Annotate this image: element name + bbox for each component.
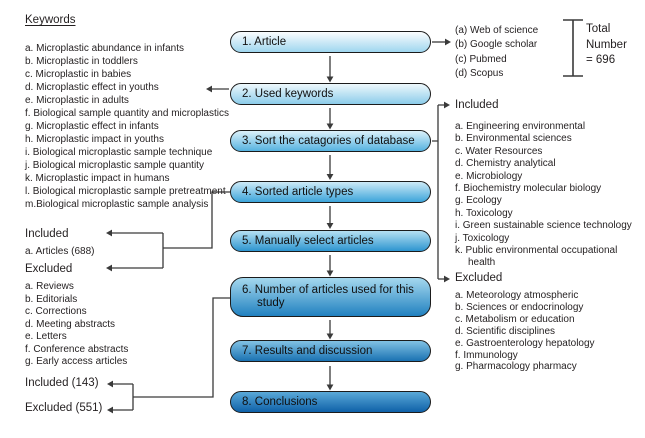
right-included-list: a. Engineering environmental b. Environm… [455,121,645,270]
excluded-item: b. Sciences or endocrinology [455,301,584,313]
keyword-item: e. Microplastic in adults [25,95,129,106]
excluded-item: a. Meteorology atmospheric [455,290,579,301]
included-item: a. Engineering environmental [455,121,586,132]
keywords-title: Keywords [25,14,76,26]
keyword-item: d. Microplastic effect in youths [25,82,159,93]
excluded-item: a. Reviews [25,281,74,292]
final-excluded-count: Excluded (551) [25,402,103,414]
included-item: e. Microbiology [455,170,523,182]
total-number-label: Total Number = 696 [586,23,627,66]
excluded-item: g. Early access articles [25,356,128,367]
database-item: (c) Pubmed [455,53,507,65]
keyword-item: i. Biological microplastic sample techni… [25,147,213,158]
left-included-list: a. Articles (688) [25,245,205,258]
flow-box-article: 1. Article [230,31,431,53]
excluded-item: d. Meeting abstracts [25,318,116,330]
final-included-count: Included (143) [25,377,99,389]
included-item: g. Ecology [455,195,502,207]
right-excluded-title: Excluded [455,272,503,284]
flow-box-used-keywords: 2. Used keywords [230,83,431,105]
flow-box-results-discussion: 7. Results and discussion [230,340,431,362]
excluded-item: f. Conference abstracts [25,343,129,355]
right-included-title: Included [455,99,499,111]
excluded-item: f. Immunology [455,349,518,361]
keyword-item: a. Microplastic abundance in infants [25,43,184,54]
keyword-item: b. Microplastic in toddlers [25,56,138,67]
flow-box-manually-select: 5. Manually select articles [230,230,431,252]
total-bracket [563,19,583,77]
keyword-item: g. Microplastic effect in infants [25,121,159,132]
included-item: h. Toxicology [455,207,513,219]
included-item: a. Articles (688) [25,246,95,257]
left-included-title: Included [25,228,69,240]
keyword-item: k. Microplastic impact in humans [25,173,170,184]
flow-box-conclusions: 8. Conclusions [230,391,431,413]
excluded-item: e. Letters [25,331,67,342]
tree-final-counts [113,297,230,411]
tree-database-categories [432,104,444,280]
flow-box-number-of-articles: 6. Number of articles used for this stud… [230,277,431,317]
excluded-item: b. Editorials [25,293,78,305]
arrowheads [106,38,451,414]
included-item: c. Water Resources [455,145,543,157]
database-item: (b) Google scholar [455,39,538,51]
excluded-item: c. Metabolism or education [455,313,575,325]
left-excluded-list: a. Reviews b. Editorials c. Corrections … [25,281,205,369]
included-item: f. Biochemistry molecular biology [455,183,602,195]
databases-list: (a) Web of science (b) Google scholar (c… [455,24,565,81]
excluded-item: d. Scientific disciplines [455,325,556,337]
right-excluded-list: a. Meteorology atmospheric b. Sciences o… [455,290,645,373]
included-item: i. Green sustainable science technology [455,220,632,232]
excluded-item: c. Corrections [25,306,87,317]
database-item: (d) Scopus [455,67,504,79]
keywords-list: a. Microplastic abundance in infants b. … [25,42,231,211]
keyword-item: f. Biological sample quantity and microp… [25,108,229,119]
keyword-item: h. Microplastic impact in youths [25,134,164,145]
left-excluded-title: Excluded [25,263,73,275]
database-item: (a) Web of science [455,25,539,36]
keyword-item: m.Biological microplastic sample analysi… [25,199,209,210]
included-item: k. Public environmental occupational hea… [455,245,618,269]
flow-box-sorted-article-types: 4. Sorted article types [230,181,431,203]
flow-box-sort-categories: 3. Sort the catagories of database [230,130,431,152]
excluded-item: g. Pharmacology pharmacy [455,361,577,373]
keyword-item: j. Biological microplastic sample quanti… [25,160,204,171]
keyword-item: c. Microplastic in babies [25,69,132,80]
tree-article-types [112,191,230,269]
included-item: j. Toxicology [455,232,510,244]
keyword-item: l. Biological microplastic sample pretre… [25,186,226,197]
excluded-item: e. Gastroenterology hepatology [455,337,595,349]
included-item: d. Chemistry analytical [455,158,556,170]
included-item: b. Environmental sciences [455,133,572,145]
